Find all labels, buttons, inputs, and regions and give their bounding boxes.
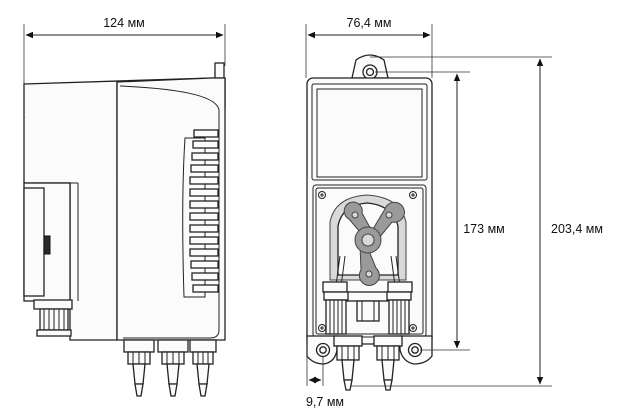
side-view (23, 24, 226, 397)
front-view (305, 24, 552, 391)
front-bottom-fittings (333, 335, 403, 391)
display-panel (316, 88, 423, 178)
front-width-label: 76,4 мм (347, 16, 392, 30)
mount-offset-label: 9,7 мм (306, 395, 344, 409)
mount-spacing-label: 173 мм (463, 222, 505, 236)
side-depth-label: 124 мм (103, 16, 145, 30)
front-connectors (323, 291, 412, 335)
pump-rotor (343, 201, 405, 286)
total-height-label: 203,4 мм (551, 222, 603, 236)
side-bottom-fittings (123, 339, 217, 397)
cooling-fins (189, 129, 219, 293)
